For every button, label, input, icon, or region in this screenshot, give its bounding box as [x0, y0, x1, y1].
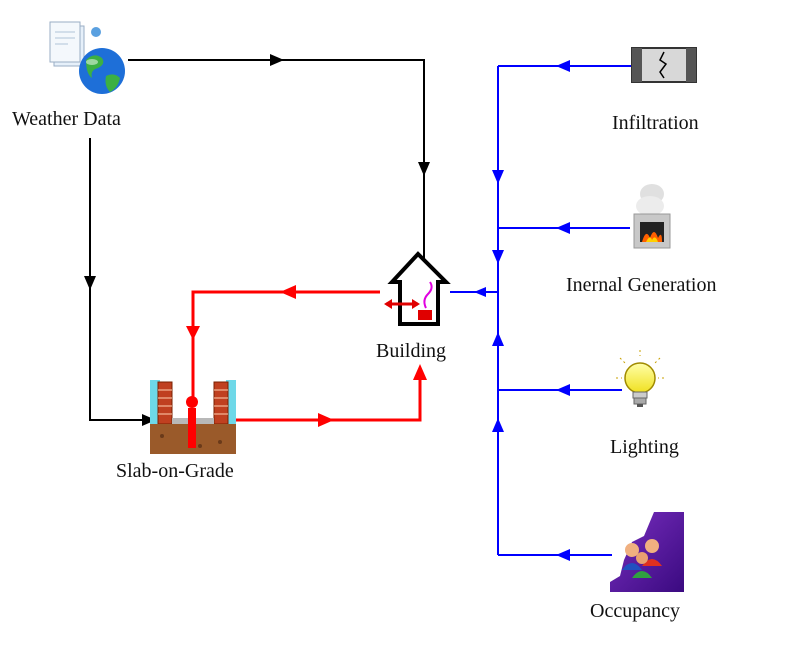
weather-globe-icon[interactable]	[49, 21, 125, 94]
arrow-up	[492, 332, 504, 346]
people-icon[interactable]	[610, 512, 684, 592]
arrow-down	[492, 250, 504, 264]
link-slab-to-building[interactable]	[232, 372, 422, 422]
gains-links	[450, 65, 632, 556]
arrow-left	[556, 60, 570, 72]
arrow-left	[556, 384, 570, 396]
slab-on-grade-label: Slab-on-Grade	[116, 460, 234, 482]
arrow-up	[492, 418, 504, 432]
fireplace-icon[interactable]	[633, 184, 671, 249]
gains-link-arrows	[474, 60, 570, 561]
link-building-to-slab[interactable]	[191, 290, 380, 402]
infiltration-window-icon[interactable]	[631, 47, 697, 83]
occupancy-label: Occupancy	[590, 600, 680, 622]
infiltration-label: Infiltration	[612, 112, 699, 134]
link-weather-to-building[interactable]	[128, 59, 425, 262]
weather-data-label: Weather Data	[12, 108, 121, 130]
arrow-left	[474, 287, 486, 297]
lighting-label: Lighting	[610, 436, 679, 458]
arrow-left	[556, 222, 570, 234]
arrow-left	[280, 285, 296, 299]
arrow-down	[418, 162, 430, 176]
building-label: Building	[376, 340, 447, 362]
thermal-link-arrows	[186, 285, 427, 427]
arrow-down	[84, 276, 96, 290]
arrow-up	[413, 364, 427, 380]
light-bulb-icon[interactable]	[616, 350, 664, 407]
link-weather-to-slab[interactable]	[89, 138, 150, 421]
slab-foundation-icon[interactable]	[150, 380, 236, 454]
arrow-left	[556, 549, 570, 561]
weather-links	[89, 59, 425, 421]
arrow-right	[270, 54, 284, 66]
thermal-links	[191, 290, 422, 422]
arrow-down	[186, 326, 200, 340]
arrow-right	[318, 413, 334, 427]
arrow-down	[492, 170, 504, 184]
arrow-right	[142, 414, 156, 426]
house-icon[interactable]	[384, 251, 451, 326]
internal-generation-label: Inernal Generation	[566, 274, 717, 296]
weather-link-arrows	[84, 54, 430, 426]
